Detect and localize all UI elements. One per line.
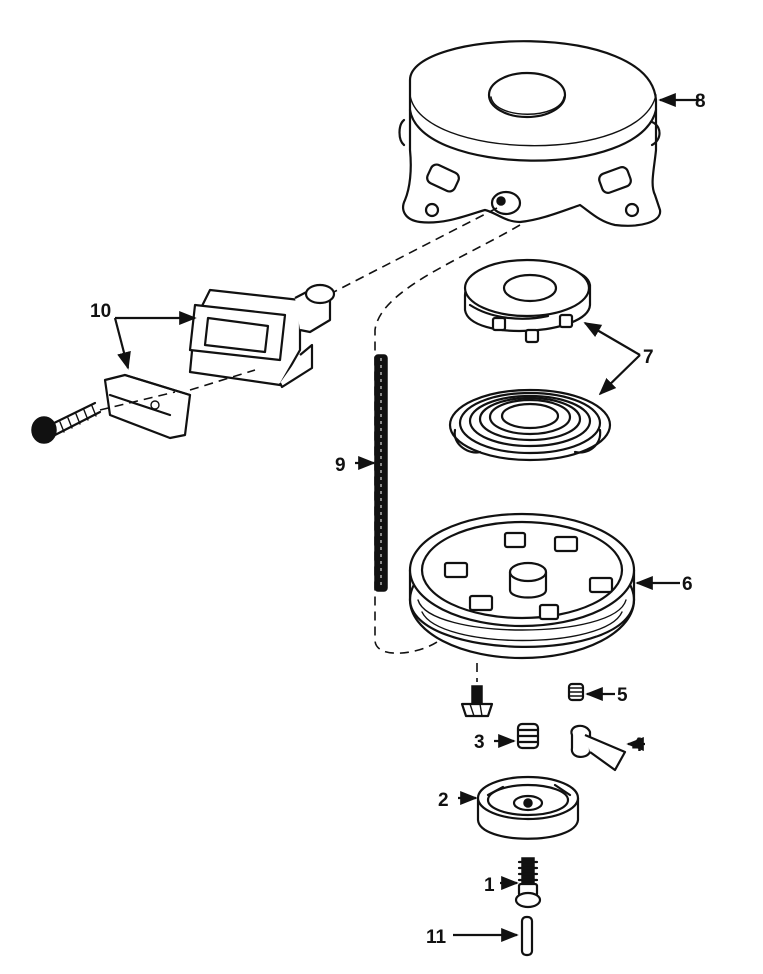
rewind-spring-coils bbox=[448, 388, 612, 462]
part-6-rope-pulley: 6 bbox=[408, 512, 693, 660]
callout-4: 4 bbox=[632, 735, 643, 756]
part-4-pawl: 4 bbox=[570, 724, 645, 772]
callout-8: 8 bbox=[695, 91, 706, 112]
callout-5: 5 bbox=[617, 685, 628, 706]
part-11-pin: 11 bbox=[426, 915, 534, 957]
part-8-starter-housing: 8 bbox=[398, 40, 706, 227]
callout-6: 6 bbox=[682, 574, 693, 595]
part-1-shoulder-screw: 1 bbox=[484, 857, 542, 909]
callout-2: 2 bbox=[438, 790, 449, 811]
part-2-retainer-cup: 2 bbox=[438, 775, 580, 840]
callout-1: 1 bbox=[484, 875, 495, 896]
part-7-rewind-spring-assembly: 7 bbox=[448, 258, 654, 462]
callout-11: 11 bbox=[426, 927, 447, 948]
callout-10: 10 bbox=[90, 301, 111, 322]
part-5-small-spring: 5 bbox=[567, 682, 628, 706]
pawl-retainer-screw bbox=[460, 685, 494, 718]
callout-3: 3 bbox=[474, 732, 485, 753]
callout-7: 7 bbox=[643, 347, 654, 368]
part-10-starter-handle: 10 bbox=[31, 283, 336, 444]
part-9-starter-rope: 9 bbox=[335, 354, 388, 592]
handle-screw bbox=[31, 401, 102, 444]
rope-path bbox=[325, 207, 498, 297]
part-3-spring: 3 bbox=[474, 722, 540, 753]
callout-9: 9 bbox=[335, 455, 346, 476]
pulley-hub bbox=[508, 561, 548, 599]
